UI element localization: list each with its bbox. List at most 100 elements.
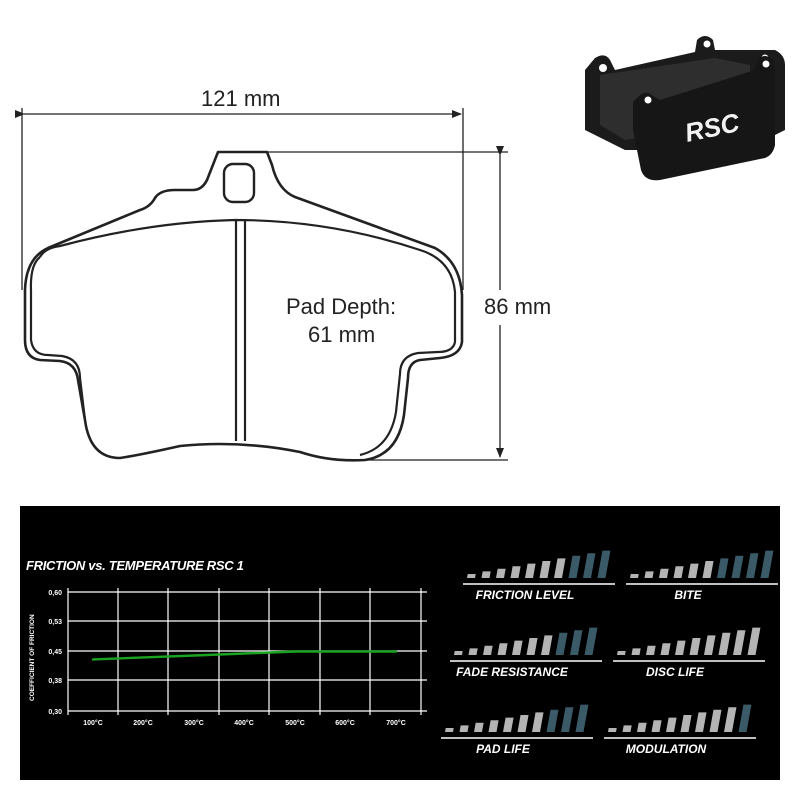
rating-bar [517, 715, 529, 732]
rating-bar [637, 722, 647, 732]
rating-bar [746, 553, 759, 578]
rating-label: PAD LIFE [476, 742, 530, 756]
y-tick: 0,38 [48, 678, 62, 685]
rating-bars [463, 550, 615, 585]
x-tick: 100°C [83, 719, 103, 727]
rating-bar [731, 555, 744, 578]
y-tick: 0,30 [48, 709, 62, 716]
rating-bar [554, 558, 566, 578]
rating-bar [497, 643, 508, 655]
rating-label: FADE RESISTANCE [456, 665, 568, 679]
rating-bar [532, 712, 544, 732]
rating-bite: BITE [608, 540, 778, 610]
rating-bar [608, 728, 617, 732]
rating-label: BITE [674, 588, 702, 602]
rating-modulation: MODULATION [586, 694, 756, 764]
rating-bar [512, 640, 523, 655]
rating-bar [717, 558, 729, 578]
rating-bar [539, 561, 551, 578]
x-tick: 600°C [335, 719, 355, 727]
rating-bar [709, 709, 722, 732]
rating-bar [459, 725, 469, 732]
rating-bar [617, 651, 626, 655]
rating-bar [561, 707, 574, 732]
rating-bar [510, 566, 521, 578]
x-tick: 700°C [386, 719, 406, 727]
x-tick: 300°C [184, 719, 204, 727]
y-axis-label: COEFFICIENT OF FRICTION [29, 614, 36, 701]
brake-pad-product-image: RSC [565, 30, 790, 190]
rating-bar [568, 555, 581, 578]
rating-bar [660, 643, 671, 655]
rating-bar [644, 571, 654, 578]
rating-label: MODULATION [625, 742, 707, 756]
rating-bars [450, 627, 602, 662]
rating-label: DISC LIFE [645, 665, 704, 679]
width-dimension-label: 121 mm [201, 86, 281, 111]
rating-bar [702, 561, 714, 578]
pad-depth-label: Pad Depth: [286, 294, 397, 319]
rating-bar [689, 638, 701, 655]
pad-outline [15, 108, 508, 462]
rating-bar [651, 720, 662, 732]
x-tick: 500°C [285, 719, 305, 727]
rating-bar [541, 635, 553, 655]
rating-bars [613, 627, 765, 662]
rating-bar [646, 645, 656, 655]
x-tick: 400°C [234, 719, 254, 727]
rating-bar [630, 574, 639, 578]
y-tick: 0,60 [48, 590, 62, 597]
rating-bar [718, 632, 731, 655]
rating-bar [546, 709, 559, 732]
friction-temperature-chart: COEFFICIENT OF FRICTION 0,60 0,53 0,45 0… [29, 588, 427, 727]
pad-dimension-drawing: 121 mm 86 mm Pad Depth: 61 mm [0, 0, 560, 480]
rating-bar [526, 638, 538, 655]
rating-bar [525, 563, 536, 578]
rating-bar [445, 728, 454, 732]
rating-bar [695, 712, 707, 732]
chart-title: FRICTION vs. TEMPERATURE RSC 1 [26, 558, 244, 573]
rating-bar [584, 627, 598, 655]
rating-bar [488, 720, 499, 732]
rating-pad-life: PAD LIFE [423, 694, 593, 764]
rating-bar [747, 627, 761, 655]
rating-bar [496, 568, 506, 578]
rating-bar [760, 550, 774, 578]
rating-bar [680, 715, 692, 732]
rating-bars [604, 704, 756, 739]
rating-bar [583, 553, 596, 578]
rating-friction-level: FRICTION LEVEL [445, 540, 615, 610]
rating-bar [570, 630, 583, 655]
y-tick: 0,53 [48, 619, 62, 626]
rating-bar [733, 630, 746, 655]
y-tick: 0,45 [48, 649, 62, 656]
rating-bar [673, 566, 684, 578]
rating-bar [622, 725, 632, 732]
pad-depth-value: 61 mm [308, 322, 376, 347]
rating-bars [441, 704, 593, 739]
rating-bar [483, 645, 493, 655]
rating-bar [675, 640, 686, 655]
rating-label: FRICTION LEVEL [475, 588, 575, 602]
rating-disc-life: DISC LIFE [595, 617, 765, 687]
rating-bars [626, 550, 778, 585]
rating-bar [474, 722, 484, 732]
friction-curve [91, 650, 398, 661]
rating-bar [454, 651, 463, 655]
rating-bar [597, 550, 611, 578]
rating-bar [688, 563, 699, 578]
rating-bar [555, 632, 568, 655]
rating-bar [666, 717, 677, 732]
height-dimension-label: 86 mm [484, 294, 552, 319]
rating-bar [575, 704, 589, 732]
rating-bar [503, 717, 514, 732]
rating-fade-resistance: FADE RESISTANCE [432, 617, 602, 687]
rating-bar [704, 635, 716, 655]
rating-bar [659, 568, 669, 578]
performance-panel: FRICTION vs. TEMPERATURE RSC 1 COEFFICIE… [20, 506, 780, 780]
x-tick: 200°C [133, 719, 153, 727]
rating-bar [467, 574, 476, 578]
rating-bar [724, 707, 737, 732]
rating-bar [631, 648, 641, 655]
rating-bar [738, 704, 752, 732]
